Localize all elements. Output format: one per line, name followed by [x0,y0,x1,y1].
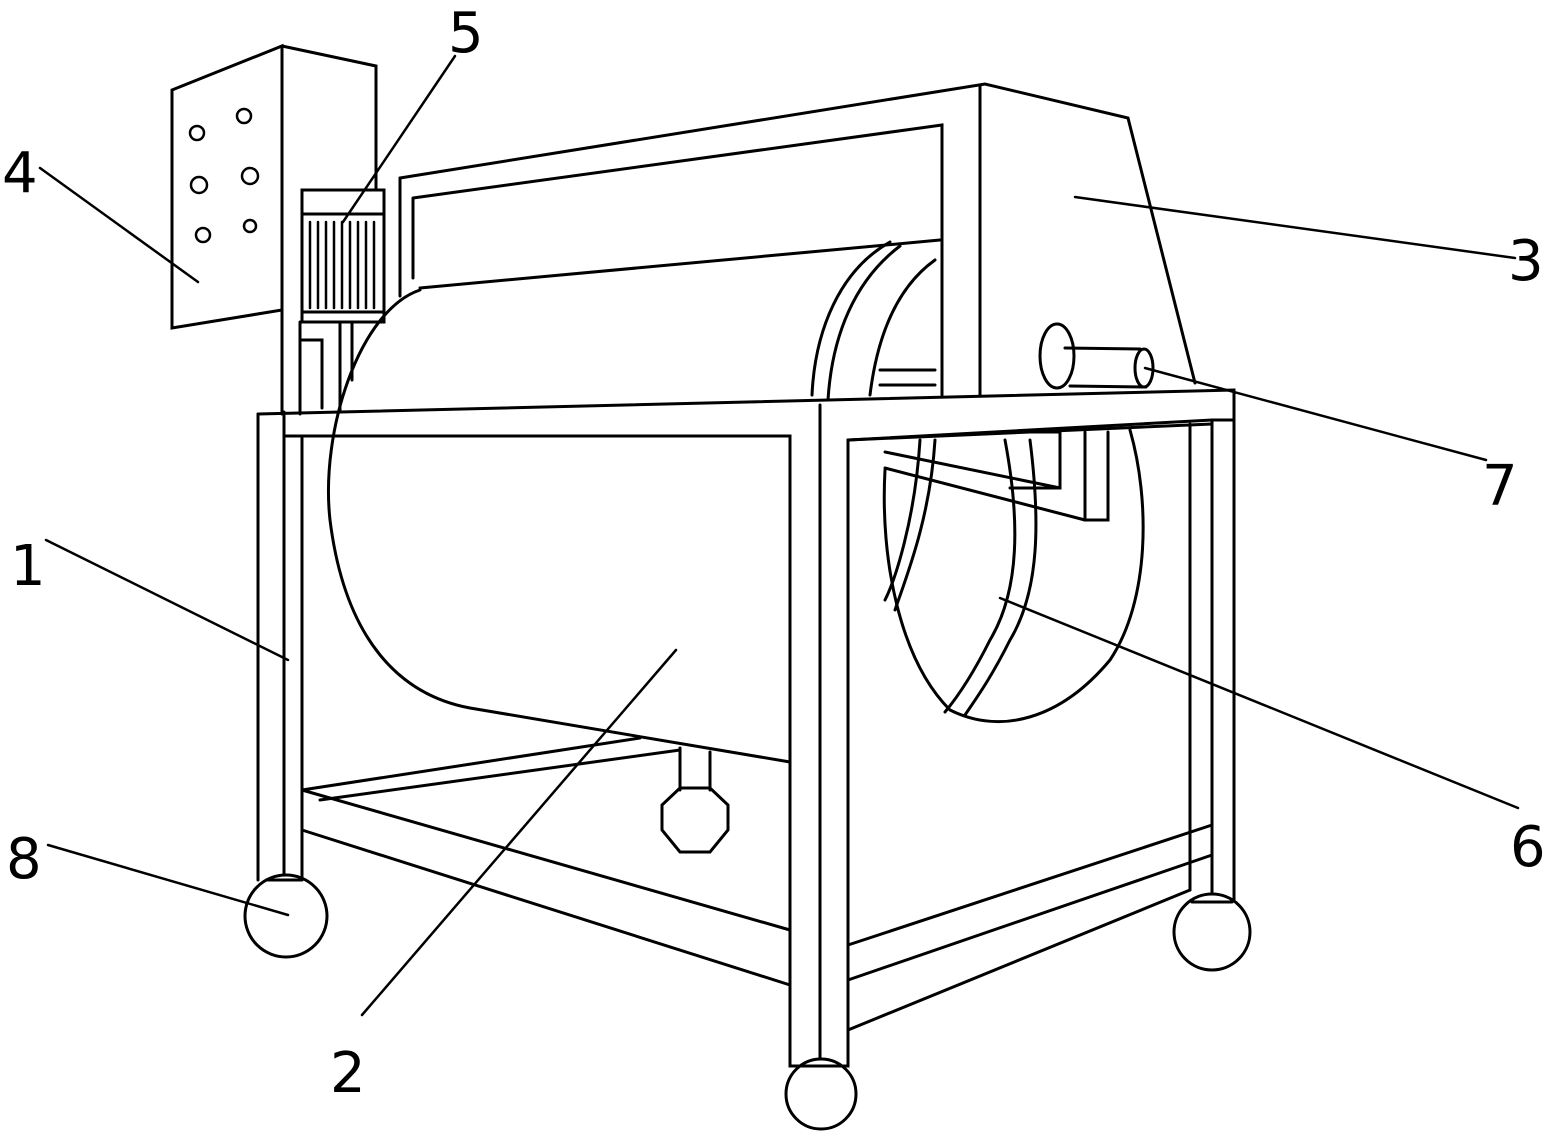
frame-bottom-rail-left [300,788,792,987]
roller [1038,322,1155,390]
wheel-forks [266,878,1234,1068]
frame-rear-right-leg [1188,388,1236,907]
control-button-icon[interactable] [194,226,212,244]
drum-front-ring [810,240,892,397]
outlet-spout [678,746,712,792]
leader-6 [998,596,1520,810]
control-box [170,43,378,416]
frame-front-left-leg [256,412,304,882]
roller-end-left [1038,322,1076,390]
control-panel [170,43,284,330]
leader-8 [46,843,290,917]
callout-label-7: 7 [1482,454,1518,519]
hood-inner-frame [398,123,944,298]
leader-4 [38,166,200,284]
control-button-icon[interactable] [188,124,206,142]
drum-front-ring-inner [826,244,902,402]
leader-7 [1143,366,1488,462]
callout-label-4: 4 [2,141,38,206]
control-button-icon[interactable] [235,107,253,125]
drum-right-blade [943,438,1038,717]
leader-2 [360,648,678,1017]
drum [326,238,1145,854]
callout-label-3: 3 [1508,229,1544,294]
drum-front-ring-inner2 [868,258,937,397]
motor-fins [308,220,376,310]
hood [398,82,1197,397]
callout-label-8: 8 [6,827,42,892]
control-buttons [188,107,260,244]
outlet-cap [660,786,730,854]
transmission-bracket [1008,430,1110,522]
control-button-icon[interactable] [242,218,258,234]
drum-top-edge [418,238,942,290]
control-box-side [280,44,378,192]
motor-mount [300,320,354,412]
wheels [243,873,1252,1131]
motor-housing [300,188,386,324]
callouts: 1 2 3 4 5 6 7 8 [2,1,1546,1106]
wheel-rear-right [1172,892,1252,972]
frame-bottom-rail-rear [300,736,682,802]
frame [256,388,1236,1068]
roller-body [1063,346,1148,389]
leader-5 [341,54,457,224]
hood-post [940,84,982,397]
wheel-front-left [243,873,329,959]
callout-label-2: 2 [330,1041,366,1106]
callout-label-5: 5 [448,1,484,66]
leader-1 [44,538,290,662]
drum-body [326,288,792,764]
drum-right-inner-curve [883,438,937,612]
leader-lines [38,54,1520,1017]
drum-right-ellipse [882,428,1145,724]
control-button-icon[interactable] [240,166,260,186]
control-button-icon[interactable] [189,175,209,195]
motor [300,188,386,412]
transmission-arm [883,450,1087,522]
control-box-column [280,308,302,416]
frame-bottom-rail-right [846,823,1214,1032]
hood-outer-frame [398,82,1197,385]
transmission [883,430,1110,522]
leader-3 [1073,195,1517,260]
drum-inner-slats [878,368,937,387]
callout-label-1: 1 [10,534,46,599]
wheel-front-right [784,1057,858,1131]
callout-label-6: 6 [1510,815,1546,880]
